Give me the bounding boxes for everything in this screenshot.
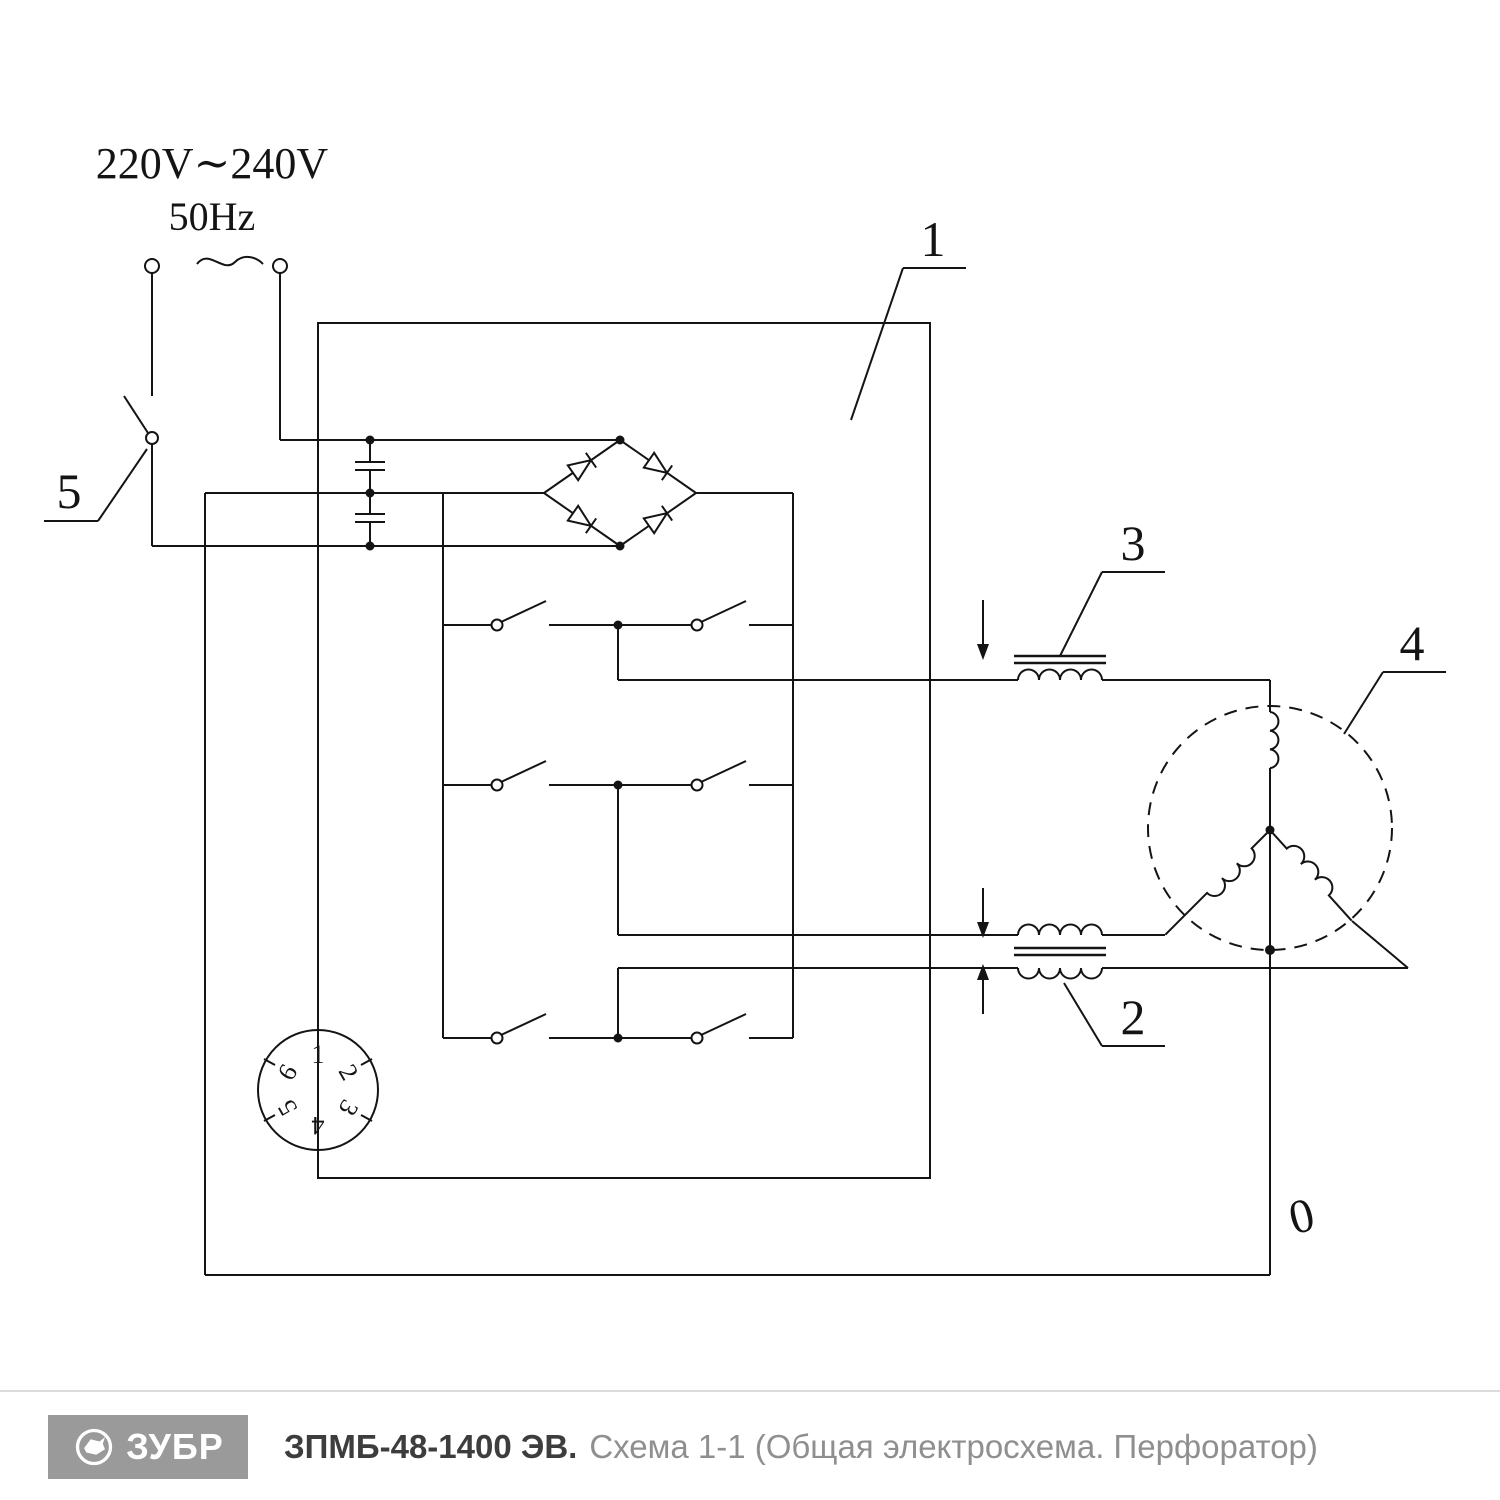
diode-icon [642, 505, 673, 535]
neutral-loop-wires [204, 492, 1271, 1276]
inductor-choke-2 [1014, 923, 1106, 980]
brand-name: ЗУБР [126, 1426, 224, 1467]
cord-squiggle [196, 256, 264, 267]
brand-logo-box: ЗУБР [48, 1415, 248, 1479]
ac-feed-wires [152, 439, 620, 547]
callout-5-label: 5 [57, 463, 82, 519]
diode-icon [566, 452, 597, 482]
connector-pin-label: 5 [272, 1095, 304, 1121]
motor-windings [1147, 705, 1393, 955]
callout-5: 5 [44, 448, 148, 522]
main-switch [123, 395, 159, 546]
diode-icon [566, 504, 597, 534]
enclosure-box [317, 322, 931, 1179]
callout-2-label: 2 [1121, 989, 1146, 1045]
callout-4-label: 4 [1400, 615, 1425, 671]
neutral-zero-label: 0 [1284, 1188, 1320, 1245]
schema-description: Схема 1-1 (Общая электросхема. Перфорато… [589, 1428, 1318, 1465]
down-arrow-icon [977, 644, 989, 660]
callout-1: 1 [850, 211, 966, 421]
up-arrow-icon [977, 964, 989, 980]
down-arrow-icon [977, 922, 989, 938]
model-label: ЗПМБ-48-1400 ЭВ. [284, 1428, 578, 1465]
inverter-switch-bank [442, 493, 794, 1045]
callout-1-label: 1 [921, 211, 946, 267]
voltage-rating-label: 220V∼240V [96, 139, 329, 188]
frequency-label: 50Hz [169, 194, 256, 239]
bridge-rectifier [543, 439, 793, 547]
zubr-logo-icon [76, 1428, 113, 1466]
callout-4: 4 [1343, 615, 1446, 735]
mains-terminals [144, 256, 288, 440]
diode-icon [642, 451, 673, 481]
connector-pin-label: 1 [312, 1040, 325, 1069]
callout-3-label: 3 [1121, 515, 1146, 571]
connector-pin-label: 2 [333, 1059, 365, 1085]
schematic: 220V∼240V 50Hz [44, 139, 1446, 1276]
phase-wires [617, 625, 1409, 1038]
connector-pin-label: 3 [333, 1095, 365, 1121]
connector-pin-label: 4 [312, 1111, 325, 1140]
callout-2: 2 [1063, 982, 1165, 1047]
connector-pin-label: 6 [272, 1059, 304, 1085]
inductor-choke-3 [1014, 654, 1106, 681]
motor-boundary [1147, 705, 1393, 951]
adjustment-arrows [977, 600, 989, 1014]
footer-bar: ЗУБР ЗПМБ-48-1400 ЭВ. Схема 1-1 (Общая э… [0, 1390, 1500, 1500]
junction-dots [365, 435, 625, 1043]
callout-3: 3 [1059, 515, 1165, 657]
